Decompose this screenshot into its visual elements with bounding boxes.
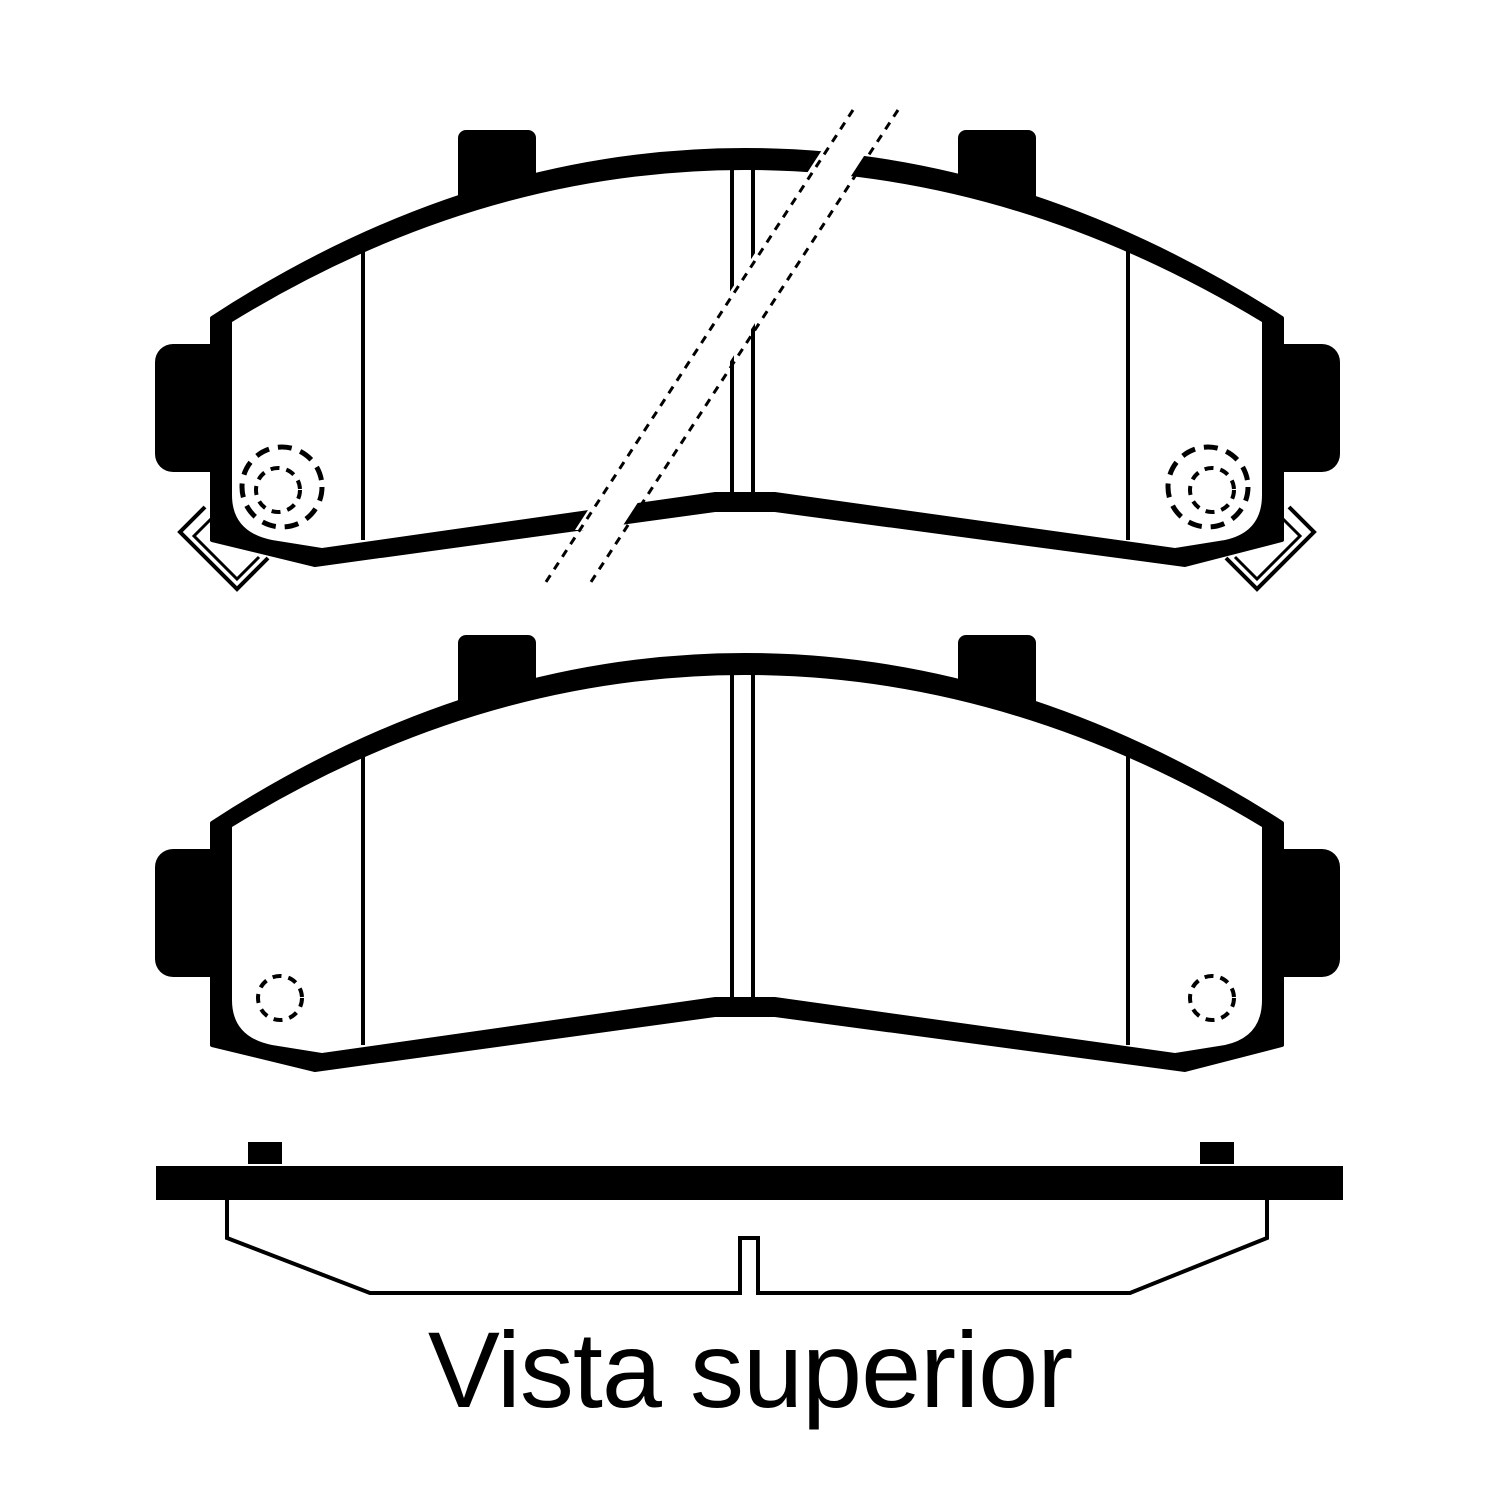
wear-sensor-left — [177, 505, 270, 592]
hole-right — [1165, 444, 1251, 530]
section-break — [542, 109, 900, 586]
hole-right — [1188, 974, 1236, 1022]
hole-left — [256, 974, 304, 1022]
wear-sensor-right — [1224, 505, 1317, 592]
hole-left — [239, 444, 325, 530]
top-view — [156, 1142, 1343, 1295]
pad-plain — [153, 633, 1342, 1072]
pad-with-sensor — [153, 109, 1342, 592]
caption: Vista superior — [427, 1309, 1073, 1430]
